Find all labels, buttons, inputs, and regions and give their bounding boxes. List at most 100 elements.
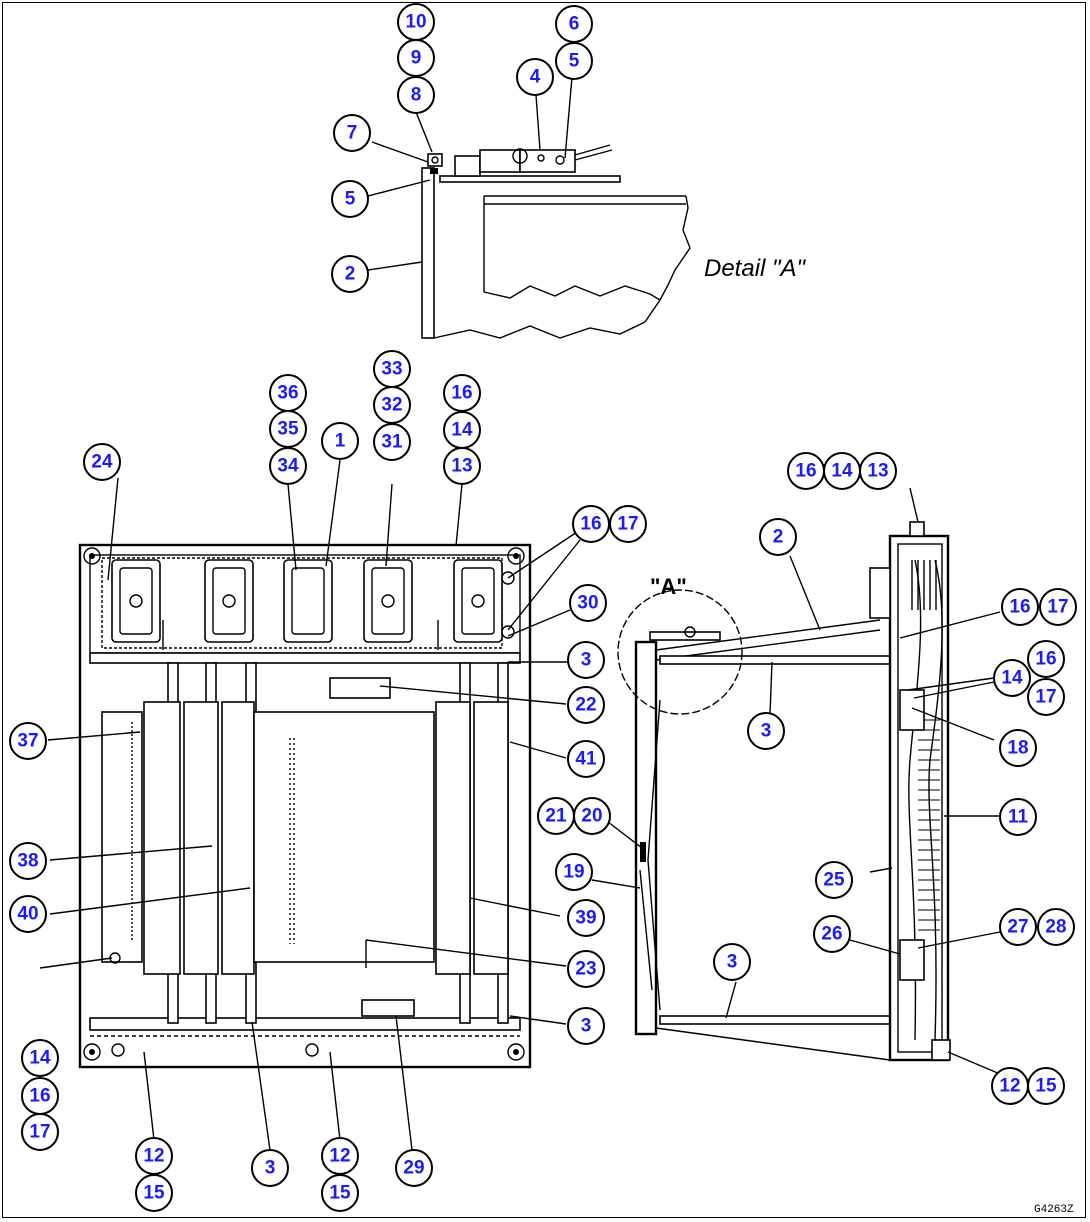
svg-text:1: 1 [335,431,346,452]
callout-3: 3 [567,641,605,679]
callout-20: 20 [573,797,611,835]
callout-40: 40 [9,895,47,933]
callout-29: 29 [395,1149,433,1187]
callout-28: 28 [1037,908,1075,946]
callout-3: 3 [251,1149,289,1187]
callout-21: 21 [537,797,575,835]
svg-text:36: 36 [277,383,298,404]
svg-text:40: 40 [17,904,38,925]
callout-26: 26 [813,915,851,953]
svg-text:16: 16 [451,383,472,404]
svg-text:16: 16 [1035,649,1056,670]
svg-text:17: 17 [617,514,638,535]
callout-14: 14 [993,659,1031,697]
callout-7: 7 [333,114,371,152]
svg-text:20: 20 [581,806,602,827]
svg-text:4: 4 [530,67,541,88]
svg-text:41: 41 [575,749,597,770]
svg-text:38: 38 [17,851,38,872]
front-view-leaders [39,459,581,1151]
svg-text:5: 5 [569,51,580,72]
detail-leaders [367,76,573,271]
svg-text:10: 10 [405,12,426,33]
callout-15: 15 [1027,1067,1065,1105]
callout-25: 25 [815,861,853,899]
callout-4: 4 [516,58,554,96]
callout-35: 35 [269,410,307,448]
svg-text:24: 24 [91,452,113,473]
svg-text:5: 5 [345,189,356,210]
svg-text:28: 28 [1045,917,1066,938]
callout-3: 3 [747,712,785,750]
svg-text:26: 26 [821,924,842,945]
svg-text:17: 17 [1047,597,1068,618]
svg-text:2: 2 [773,527,784,548]
callout-18: 18 [999,729,1037,767]
callout-16: 16 [21,1077,59,1115]
callout-9: 9 [397,39,435,77]
callout-27: 27 [999,908,1037,946]
callout-16: 16 [572,505,610,543]
callout-22: 22 [567,686,605,724]
callout-5: 5 [331,180,369,218]
svg-text:11: 11 [1008,807,1029,828]
svg-text:21: 21 [545,806,567,827]
drawing-code: G4263Z [1034,1204,1074,1216]
callout-33: 33 [373,350,411,388]
svg-text:18: 18 [1007,738,1028,759]
callout-13: 13 [443,447,481,485]
svg-text:29: 29 [403,1158,424,1179]
callout-17: 17 [1027,678,1065,716]
callout-3: 3 [567,1007,605,1045]
front-view-drawing [78,543,532,1069]
svg-text:39: 39 [575,908,596,929]
side-view-leaders [591,487,1001,1075]
callout-2: 2 [331,255,369,293]
svg-text:16: 16 [580,514,601,535]
callout-19: 19 [555,853,593,891]
callout-24: 24 [83,443,121,481]
svg-text:6: 6 [569,14,580,35]
callout-38: 38 [9,842,47,880]
svg-text:27: 27 [1007,917,1028,938]
svg-text:14: 14 [1001,668,1023,689]
callout-17: 17 [609,505,647,543]
callout-14: 14 [21,1039,59,1077]
svg-text:13: 13 [451,456,472,477]
callout-17: 17 [1039,588,1077,626]
callout-16: 16 [1001,588,1039,626]
svg-text:16: 16 [795,461,816,482]
svg-text:19: 19 [563,862,584,883]
svg-text:3: 3 [265,1158,276,1179]
svg-text:25: 25 [823,870,845,891]
callout-15: 15 [135,1174,173,1212]
svg-text:8: 8 [411,85,422,106]
callout-14: 14 [443,411,481,449]
svg-text:15: 15 [329,1183,351,1204]
svg-text:17: 17 [29,1122,50,1143]
svg-text:15: 15 [143,1183,165,1204]
svg-text:14: 14 [451,420,473,441]
svg-text:35: 35 [277,419,299,440]
callout-12: 12 [991,1067,1029,1105]
callout-16: 16 [787,452,825,490]
callout-16: 16 [1027,640,1065,678]
svg-text:31: 31 [381,432,403,453]
callout-16: 16 [443,374,481,412]
callout-8: 8 [397,76,435,114]
svg-text:3: 3 [761,721,772,742]
callout-32: 32 [373,386,411,424]
svg-text:13: 13 [867,461,888,482]
callout-31: 31 [373,423,411,461]
svg-text:30: 30 [577,593,598,614]
callout-39: 39 [567,899,605,937]
svg-text:7: 7 [347,123,358,144]
svg-text:16: 16 [29,1086,50,1107]
svg-text:16: 16 [1009,597,1030,618]
detail-label: Detail "A" [704,255,807,282]
callout-41: 41 [567,740,605,778]
callout-12: 12 [321,1137,359,1175]
section-marker: "A" [650,574,687,599]
callout-1: 1 [321,422,359,460]
